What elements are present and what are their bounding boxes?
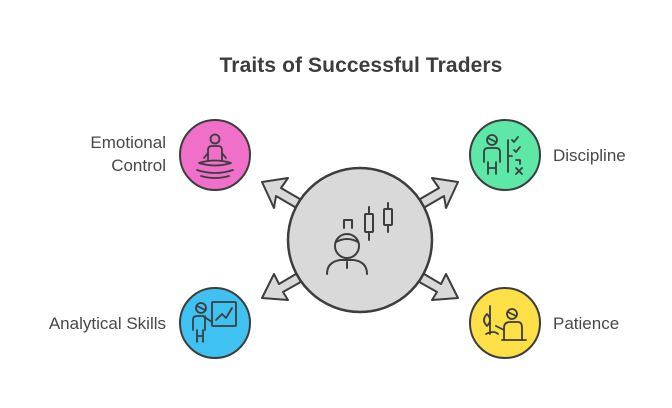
- label-emotional-control-line1: Emotional: [90, 133, 166, 152]
- chart-presenter-icon: [192, 301, 237, 343]
- label-emotional-control: Emotional Control: [40, 131, 166, 177]
- label-discipline: Discipline: [553, 146, 626, 165]
- label-patience: Patience: [553, 314, 620, 333]
- meditation-icon: [196, 133, 234, 179]
- label-analytical-skills: Analytical Skills: [48, 314, 166, 333]
- checklist-person-icon: [483, 134, 523, 175]
- trader-candlestick-icon: [326, 202, 393, 275]
- node-analytical-skills: [179, 287, 251, 359]
- label-emotional-control-line2: Control: [111, 156, 166, 175]
- node-patience: [469, 287, 541, 359]
- node-emotional-control: [179, 119, 251, 191]
- arrows: [261, 177, 459, 301]
- page-title: Traits of Successful Traders: [219, 54, 503, 77]
- fishing-person-icon: [483, 305, 527, 341]
- node-discipline: [469, 119, 541, 191]
- center-node: [286, 166, 434, 314]
